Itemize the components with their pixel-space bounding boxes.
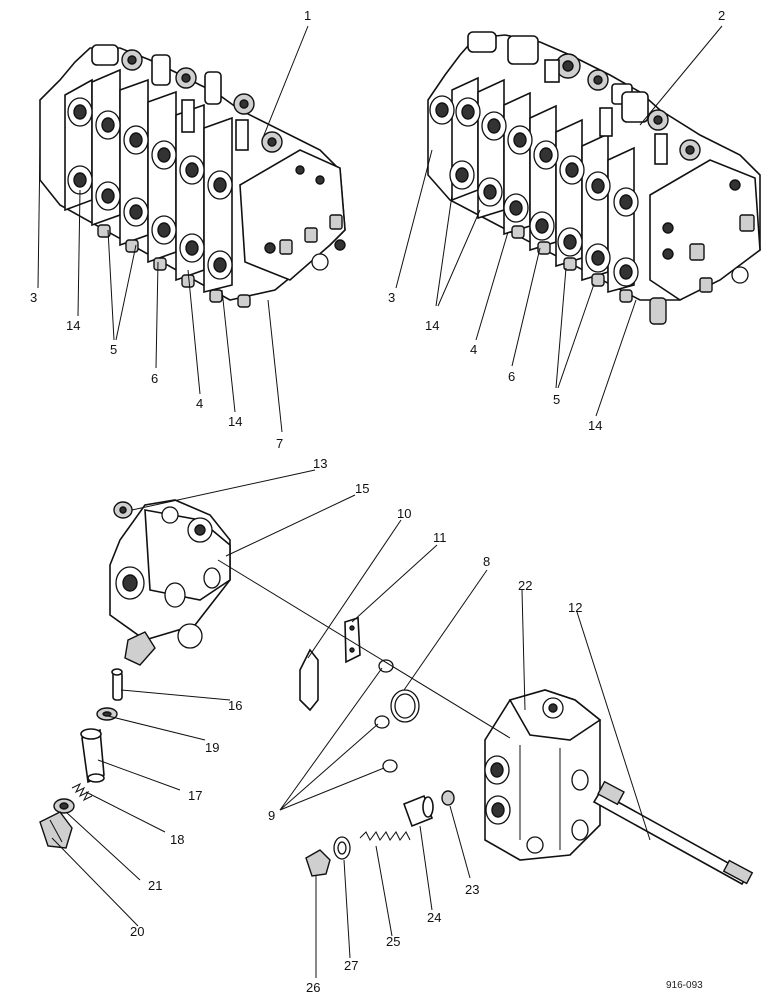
part-19-washer bbox=[96, 707, 118, 721]
part-11-bracket bbox=[344, 616, 361, 664]
callout-11: 11 bbox=[433, 530, 447, 545]
part-17-sleeve bbox=[80, 728, 105, 784]
callout-14-left-a: 14 bbox=[66, 318, 80, 333]
callout-18: 18 bbox=[170, 832, 184, 847]
callout-5-right: 5 bbox=[553, 392, 560, 407]
callout-24: 24 bbox=[427, 910, 441, 925]
part-23-seal bbox=[441, 790, 455, 806]
callout-22: 22 bbox=[518, 578, 532, 593]
part-22-section-block bbox=[484, 689, 602, 861]
valve-bank-right bbox=[427, 31, 761, 325]
callout-15: 15 bbox=[355, 481, 369, 496]
upper-ports-right bbox=[429, 95, 639, 217]
part-26-cap bbox=[305, 849, 331, 877]
top-caps-right bbox=[467, 31, 701, 165]
callout-25: 25 bbox=[386, 934, 400, 949]
valve-bank-left bbox=[39, 44, 346, 308]
part-9-o-rings bbox=[374, 659, 398, 773]
callout-4-left: 4 bbox=[196, 396, 203, 411]
part-24-sleeve bbox=[402, 794, 434, 828]
callout-14-right-b: 14 bbox=[588, 418, 602, 433]
callout-6-right: 6 bbox=[508, 369, 515, 384]
part-10-link bbox=[299, 648, 319, 712]
end-cover-right bbox=[649, 159, 761, 301]
callout-9: 9 bbox=[268, 808, 275, 823]
callout-27: 27 bbox=[344, 958, 358, 973]
callout-labels: 1 2 3 14 5 6 4 14 7 3 14 4 6 5 14 13 15 … bbox=[30, 8, 725, 995]
upper-ports-left bbox=[67, 97, 233, 200]
top-caps-left bbox=[91, 44, 283, 153]
callout-3-left: 3 bbox=[30, 290, 37, 305]
bottom-plugs-left bbox=[97, 224, 251, 308]
callout-17: 17 bbox=[188, 788, 202, 803]
callout-8: 8 bbox=[483, 554, 490, 569]
part-25-spring bbox=[359, 831, 411, 841]
part-21-washer bbox=[53, 798, 75, 814]
part-20-cap bbox=[39, 811, 73, 849]
reference-code: 916-093 bbox=[666, 980, 703, 991]
callout-3-right: 3 bbox=[388, 290, 395, 305]
part-12-rod bbox=[592, 780, 754, 886]
callout-21: 21 bbox=[148, 878, 162, 893]
callout-7: 7 bbox=[276, 436, 283, 451]
part-16-pin bbox=[111, 668, 123, 701]
callout-6-left: 6 bbox=[151, 371, 158, 386]
end-cover-left bbox=[239, 149, 346, 281]
leader-lines bbox=[37, 25, 723, 978]
callout-12: 12 bbox=[568, 600, 582, 615]
callout-2: 2 bbox=[718, 8, 725, 23]
callout-14-right-a: 14 bbox=[425, 318, 439, 333]
part-8-large-o-ring bbox=[390, 689, 420, 723]
callout-14-left-b: 14 bbox=[228, 414, 242, 429]
lower-ports-left bbox=[67, 165, 233, 280]
callout-1: 1 bbox=[304, 8, 311, 23]
callout-23: 23 bbox=[465, 882, 479, 897]
part-15-block bbox=[109, 499, 231, 666]
callout-26: 26 bbox=[306, 980, 320, 995]
callout-19: 19 bbox=[205, 740, 219, 755]
callout-20: 20 bbox=[130, 924, 144, 939]
callout-13: 13 bbox=[313, 456, 327, 471]
part-27-washer bbox=[333, 836, 351, 860]
bottom-plugs-right bbox=[511, 225, 667, 325]
callout-5-left: 5 bbox=[110, 342, 117, 357]
callout-16: 16 bbox=[228, 698, 242, 713]
part-13-nut bbox=[113, 501, 133, 519]
part-18-spring bbox=[71, 782, 93, 802]
callout-4-right: 4 bbox=[470, 342, 477, 357]
lower-ports-right bbox=[449, 160, 639, 287]
callout-10: 10 bbox=[397, 506, 411, 521]
